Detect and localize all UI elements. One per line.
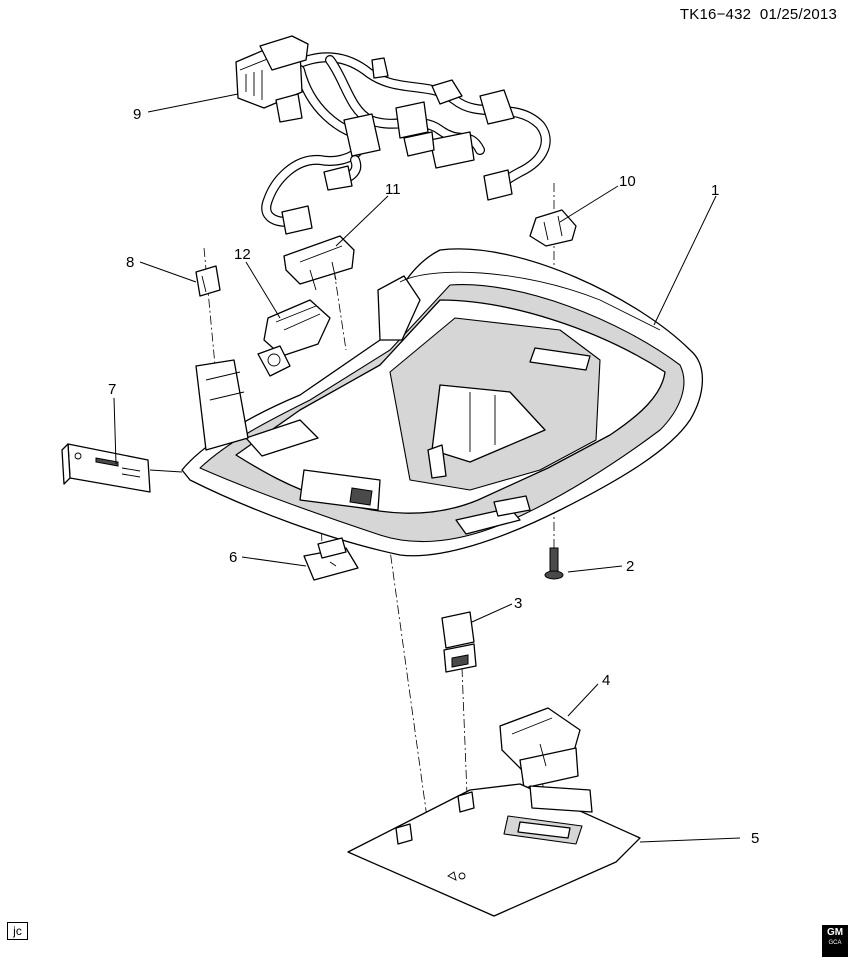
drawing-id: TK16−432 — [679, 6, 752, 23]
drawing-date: 01/25/2013 — [759, 6, 837, 23]
callout-labels: 1 2 3 4 5 6 7 8 9 10 11 12 — [108, 106, 759, 847]
console-housing — [181, 248, 704, 557]
bulb-holder-3 — [441, 611, 477, 673]
callout-4: 4 — [602, 672, 610, 689]
callout-3: 3 — [514, 595, 522, 612]
clip-10 — [529, 209, 577, 247]
lamp-6 — [303, 537, 359, 581]
initials-box: jc — [7, 922, 28, 940]
wiring-harness — [235, 35, 551, 235]
screw-2 — [544, 547, 564, 580]
callout-8: 8 — [126, 254, 134, 271]
console-cover-5 — [347, 783, 641, 917]
clip-8 — [195, 265, 221, 297]
callout-9: 9 — [133, 106, 141, 123]
leader-lines — [113, 93, 741, 843]
gm-logo-text: GM — [826, 927, 844, 938]
callout-12: 12 — [234, 246, 251, 263]
switch-module-12 — [257, 299, 331, 377]
switch-assembly-4 — [499, 707, 581, 789]
callout-1: 1 — [711, 182, 719, 199]
gm-logo-sub: GCA — [828, 940, 842, 946]
callout-10: 10 — [619, 173, 636, 190]
gm-logo: GM GCA — [822, 925, 848, 957]
control-module-7 — [61, 443, 151, 493]
callout-5: 5 — [751, 830, 759, 847]
drawing-header: TK16−432 01/25/2013 — [680, 6, 837, 23]
callout-11: 11 — [385, 181, 401, 198]
callout-6: 6 — [229, 549, 237, 566]
callout-2: 2 — [626, 558, 634, 575]
callout-7: 7 — [108, 381, 116, 398]
bracket-11 — [283, 235, 355, 291]
